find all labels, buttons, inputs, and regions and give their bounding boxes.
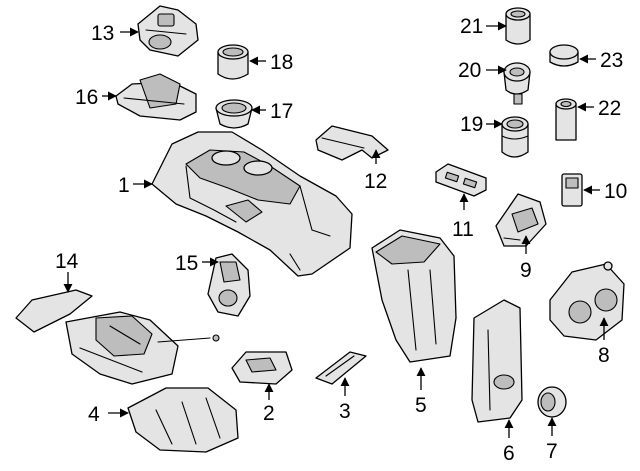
callout-13: 13 — [91, 22, 114, 45]
callout-9: 9 — [520, 259, 532, 282]
callout-3: 3 — [339, 400, 351, 423]
callout-6: 6 — [503, 442, 515, 465]
part-9-module-bracket[interactable] — [495, 193, 547, 247]
callout-22: 22 — [598, 97, 621, 120]
callout-10: 10 — [604, 180, 627, 203]
part-14-shifter-assembly[interactable] — [15, 289, 220, 385]
part-2-mounting-bracket[interactable] — [231, 351, 293, 385]
callout-19: 19 — [460, 113, 483, 136]
part-15-actuator[interactable] — [207, 253, 251, 317]
callout-20: 20 — [458, 59, 481, 82]
callout-18: 18 — [270, 51, 293, 74]
part-8-control-panel[interactable] — [549, 261, 625, 341]
part-17-cup-insert[interactable] — [215, 99, 253, 129]
callout-14: 14 — [55, 250, 79, 273]
part-23-cap[interactable] — [549, 44, 579, 67]
callout-11: 11 — [452, 218, 474, 241]
part-1-console-panel[interactable] — [151, 131, 353, 277]
part-12-rear-cover[interactable] — [315, 125, 389, 161]
part-21-switch-cap[interactable] — [505, 7, 531, 45]
part-6-side-trim[interactable] — [471, 299, 523, 423]
callout-5: 5 — [415, 394, 427, 417]
callout-7: 7 — [546, 440, 558, 463]
callout-labels: 13 16 18 17 1 12 21 20 19 23 22 11 10 9 … — [55, 15, 627, 465]
callout-17: 17 — [270, 100, 293, 123]
part-20-outlet-socket[interactable] — [503, 62, 531, 105]
part-4-heat-shield[interactable] — [127, 387, 239, 453]
callout-23: 23 — [600, 49, 623, 72]
callout-2: 2 — [263, 402, 275, 425]
part-5-console-body[interactable] — [371, 229, 457, 363]
callout-8: 8 — [598, 344, 610, 367]
leader-lines — [63, 21, 609, 438]
callout-16: 16 — [75, 86, 98, 109]
callout-15: 15 — [175, 252, 198, 275]
callout-12: 12 — [364, 170, 387, 193]
part-18-cup-ring[interactable] — [217, 44, 249, 80]
callout-21: 21 — [460, 15, 483, 38]
part-3-rail[interactable] — [315, 351, 367, 385]
part-11-switch-bezel[interactable] — [435, 163, 487, 197]
part-16-tray-insert[interactable] — [115, 73, 197, 121]
part-19-power-outlet[interactable] — [501, 116, 529, 158]
part-13-shifter-bezel[interactable] — [137, 5, 199, 57]
part-10-switch[interactable] — [561, 173, 583, 207]
part-22-socket-housing[interactable] — [555, 98, 577, 141]
callout-4: 4 — [88, 403, 100, 426]
part-7-plug-cap[interactable] — [537, 386, 567, 418]
callout-1: 1 — [118, 174, 130, 197]
